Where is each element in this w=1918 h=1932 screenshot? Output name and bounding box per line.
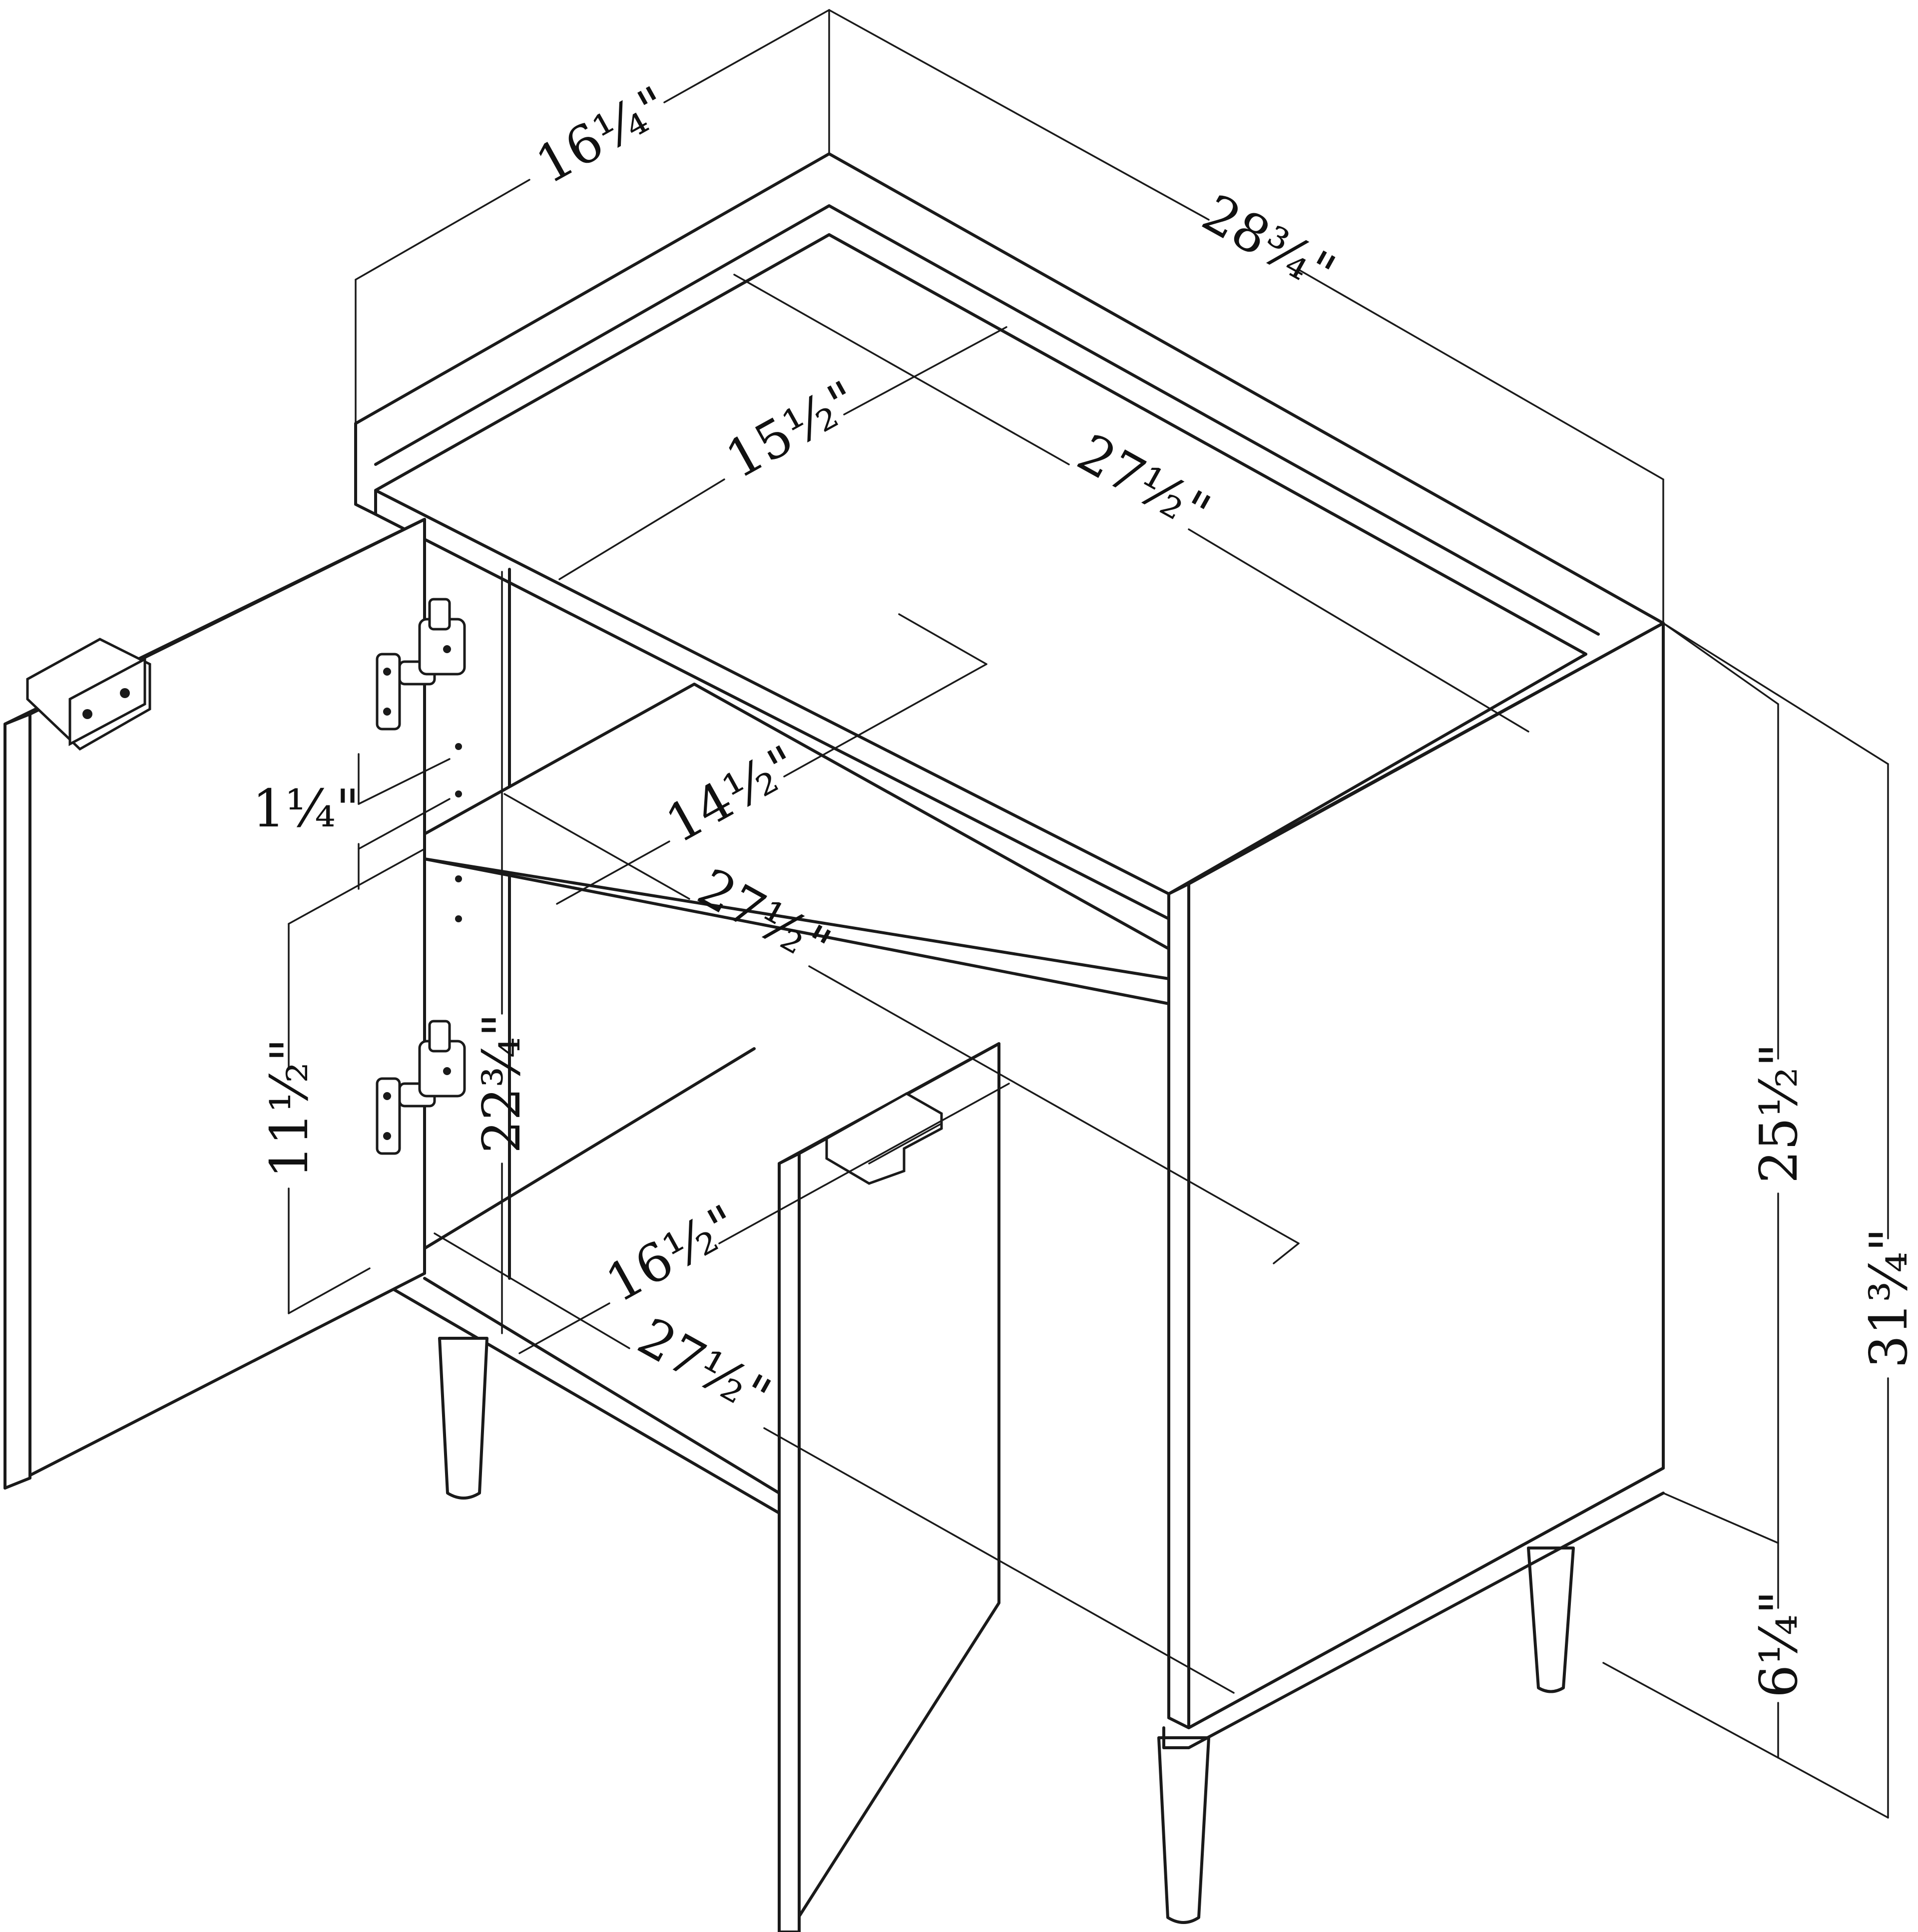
- right-door-handle: [825, 1092, 943, 1185]
- overall-width-label: 28¾": [1193, 182, 1345, 304]
- right-side-panel: [1167, 622, 1665, 1729]
- top-panel: [374, 233, 1587, 920]
- overall-depth-label: 16¼": [526, 74, 678, 196]
- bottom-width-label: 27½": [628, 1306, 781, 1427]
- body-height-label: 25½": [1748, 1043, 1809, 1183]
- left-door: [3, 518, 426, 1490]
- interior-height-label: 22¾": [471, 1013, 532, 1154]
- dimension-lines: [288, 9, 1889, 1819]
- bottom-depth-label: 16½": [596, 1193, 748, 1314]
- upper-hinge: [376, 598, 466, 731]
- shelf-opening-label: 11½": [259, 1038, 320, 1178]
- overall-height-label: 31¾": [1858, 1228, 1918, 1368]
- right-door: [778, 1042, 1000, 1932]
- shelf-pin-holes: [455, 743, 462, 922]
- hinge-spacing-label: 1¼": [252, 778, 360, 839]
- lower-hinge: [376, 1020, 466, 1155]
- legs: [438, 1337, 1665, 1924]
- bottom-panel: [373, 1047, 781, 1515]
- leg-height-label: 6¼": [1748, 1590, 1809, 1698]
- left-door-handle: [26, 638, 151, 751]
